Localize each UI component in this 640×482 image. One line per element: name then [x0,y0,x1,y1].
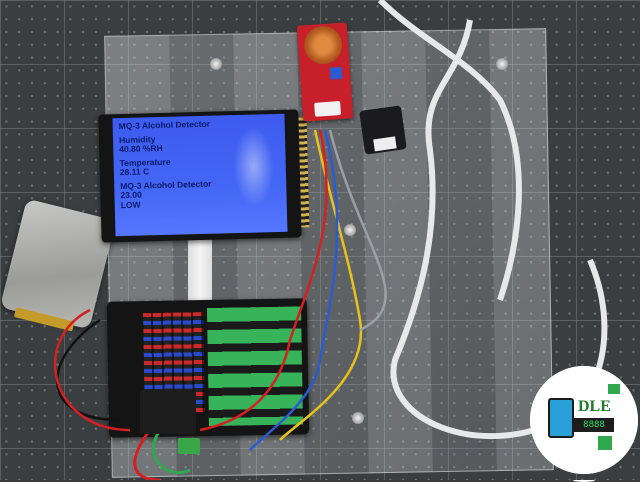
logo-chip-icon [598,436,612,450]
logo-phone-icon [548,398,574,438]
potentiometer [329,66,343,80]
screw [496,58,508,70]
mq3-sensor-board [296,22,354,122]
humidity-sensor-board [359,105,407,155]
humidity-sensor-connector [373,136,397,152]
logo-digit-display: 8888 [574,418,614,432]
mq3-sensor-can [302,24,344,66]
lcd-module: MQ-3 Alcohol Detector Humidity 40.80 %RH… [98,109,310,243]
screw [210,58,222,70]
logo-text: DLE [578,398,611,415]
lcd-screen: MQ-3 Alcohol Detector Humidity 40.80 %RH… [112,113,288,237]
screw-terminals [206,306,303,426]
logo-chip-icon [608,384,620,394]
expansion-board [106,298,310,438]
screen-glare [232,126,275,208]
screw [352,412,364,424]
sensor-connector [314,101,342,117]
green-connector [178,438,200,454]
screw [344,224,356,236]
microcontroller-module [140,390,196,434]
ribbon-cable [188,236,212,308]
